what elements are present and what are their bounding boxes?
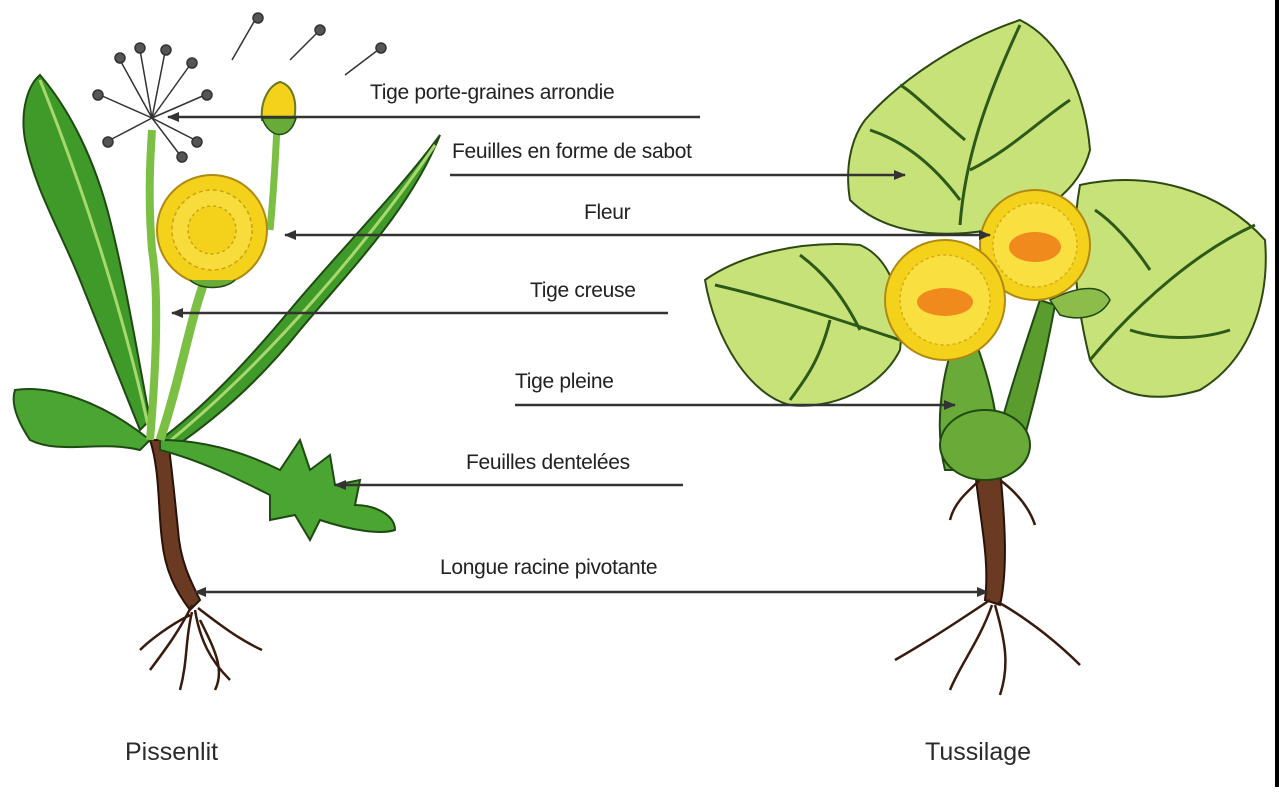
label-feuilles-sabot: Feuilles en forme de sabot	[452, 140, 692, 164]
tussilage-leaf	[1075, 180, 1266, 397]
label-racine: Longue racine pivotante	[440, 556, 657, 580]
pissenlit-leaf-dentelee	[160, 440, 395, 540]
label-tige-pleine: Tige pleine	[515, 370, 614, 394]
pissenlit-seed-head	[93, 13, 386, 162]
tussilage-root	[895, 470, 1080, 695]
pissenlit-illustration	[14, 13, 440, 690]
plant-name-pissenlit: Pissenlit	[125, 738, 218, 767]
plant-name-tussilage: Tussilage	[925, 738, 1031, 767]
edge-border	[1275, 0, 1279, 787]
label-feuilles-dentelees: Feuilles dentelées	[466, 451, 630, 475]
tussilage-illustration	[705, 20, 1266, 695]
label-tige-porte-graines: Tige porte-graines arrondie	[370, 81, 614, 105]
label-tige-creuse: Tige creuse	[530, 279, 636, 303]
label-fleur: Fleur	[584, 201, 630, 225]
pissenlit-flower	[157, 175, 267, 288]
